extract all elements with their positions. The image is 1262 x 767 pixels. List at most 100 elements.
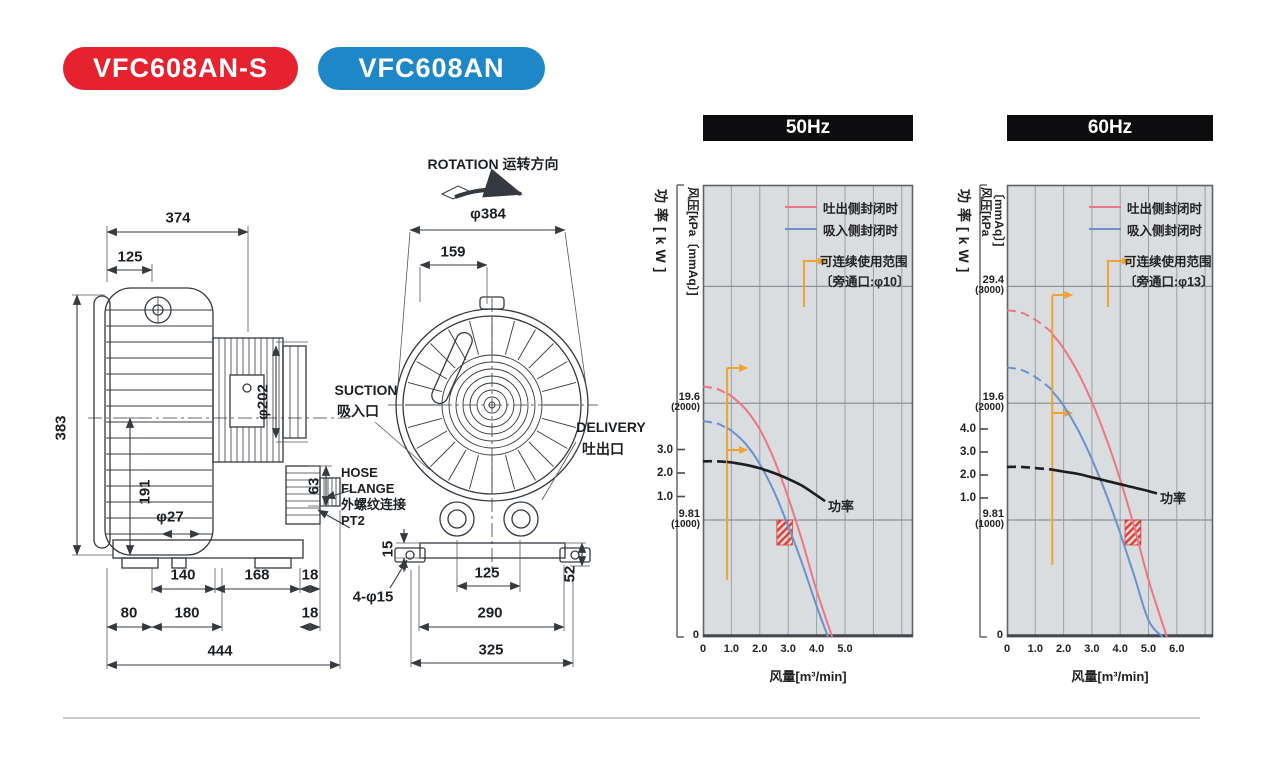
bottom-divider: [63, 717, 1200, 719]
dim-290: 290: [477, 604, 503, 622]
dim-180: 180: [174, 604, 200, 622]
suction-label-en: SUCTION: [334, 382, 398, 398]
rotation-label: ROTATION 运转方向: [427, 156, 559, 172]
dim-80: 80: [120, 604, 138, 622]
continuous-range-label-1: 〔旁通口:φ13〕: [1124, 275, 1214, 289]
dim-125-front: 125: [474, 564, 500, 582]
dim-18-upper: 18: [301, 566, 319, 584]
hose-flange-line2: FLANGE: [341, 480, 395, 496]
x-tick-label: 2.0: [1055, 643, 1072, 655]
power-tick-label: 1.0: [960, 492, 976, 504]
pressure-tick-kpa: 9.81: [678, 508, 700, 520]
dim-140: 140: [170, 566, 196, 584]
pressure-tick-kpa: 19.6: [982, 391, 1004, 404]
x-axis-label: 风量[m³/min]: [769, 669, 847, 684]
power-tick-label: 2.0: [960, 469, 976, 481]
legend-item-1: 吸入侧封闭时: [823, 224, 899, 238]
power-axis-title: 功率[kW]: [653, 189, 669, 278]
pressure-tick-mmaq: (1000): [671, 519, 700, 530]
x-tick-label: 0: [1003, 643, 1011, 655]
chart-50hz-title-bar: 50Hz: [703, 115, 913, 141]
chart-60hz-title-bar: 60Hz: [1007, 115, 1213, 141]
power-tick-label: 2.0: [657, 467, 673, 479]
front-view-svg: [374, 168, 598, 668]
legend-item-0: 吐出侧封闭时: [823, 202, 899, 216]
dim-52: 52: [561, 565, 579, 583]
legend-item-0: 吐出侧封闭时: [1127, 202, 1203, 216]
hose-flange-label: HOSE FLANGE 外螺纹连接 PT2: [341, 465, 406, 528]
dim-phi202: φ202: [254, 384, 272, 420]
power-tick-label: 1.0: [657, 490, 673, 503]
performance-plot: [702, 184, 914, 638]
legend-swatch-1: [1089, 228, 1121, 230]
pressure-tick-mmaq: (3000): [975, 285, 1004, 297]
power-tick-label: 3.0: [657, 443, 673, 456]
model-badge-vfc608an: VFC608AN: [318, 47, 545, 90]
dim-325: 325: [478, 641, 504, 659]
front-view-drawing: ROTATION 运转方向 φ384 159 SUCTION 吸入口 DELIV…: [330, 150, 680, 695]
suction-label-cn: 吸入口: [337, 403, 379, 419]
x-tick-label: 4.0: [1112, 643, 1128, 655]
dim-18-lower: 18: [301, 604, 319, 622]
pressure-tick-kpa: 9.81: [982, 508, 1004, 520]
chart-60hz-section: 60Hz 吐出侧封闭时吸入侧封闭时可连续使用范围〔旁通口:φ13〕 4.0 3.0 2…: [948, 110, 1262, 740]
dim-383: 383: [52, 415, 70, 441]
power-curve-label: 功率: [828, 499, 855, 514]
pressure-tick-mmaq: (2000): [975, 402, 1004, 414]
model-badge-vfc608an-s: VFC608AN-S: [63, 47, 298, 90]
power-axis-title: 功率[kW]: [956, 189, 972, 278]
x-tick-label: 4.0: [808, 643, 825, 655]
chart-60hz-title: 60Hz: [1087, 117, 1133, 138]
legend-swatch-1: [785, 228, 817, 230]
chart-50hz-title: 50Hz: [785, 117, 831, 138]
pressure-axis-title-1: 〔mmAq〕]: [992, 187, 1006, 247]
x-tick-label: 5.0: [837, 643, 853, 655]
dim-159: 159: [440, 243, 466, 261]
hose-flange-line3: 外螺纹连接: [341, 496, 407, 512]
delivery-label-cn: 吐出口: [582, 441, 624, 457]
dim-444: 444: [207, 642, 233, 660]
delivery-label-en: DELIVERY: [576, 419, 646, 435]
x-tick-label: 0: [699, 643, 707, 655]
side-view-svg: [72, 226, 353, 670]
legend-item-1: 吸入侧封闭时: [1127, 224, 1203, 238]
x-tick-label: 1.0: [1027, 643, 1043, 655]
pressure-tick-kpa: 29.4: [982, 274, 1004, 287]
continuous-range-label-1: 〔旁通口:φ10〕: [820, 275, 910, 289]
continuous-range-icon: [803, 257, 827, 307]
x-axis-label: 风量[m³/min]: [1071, 669, 1149, 684]
pressure-tick-mmaq: (1000): [975, 519, 1004, 530]
legend-swatch-0: [1089, 206, 1121, 208]
hose-flange-line4: PT2: [341, 512, 365, 528]
power-curve-label: 功率: [1160, 491, 1187, 506]
pressure-tick-kpa: 19.6: [678, 391, 700, 404]
x-tick-label: 6.0: [1169, 643, 1185, 655]
x-tick-label: 1.0: [723, 643, 740, 655]
dim-63: 63: [305, 477, 323, 495]
pressure-tick-mmaq: (2000): [671, 402, 700, 414]
power-axis-bracket: [676, 184, 685, 638]
x-tick-label: 3.0: [1084, 643, 1100, 655]
dim-4-phi15: 4-φ15: [352, 588, 394, 606]
hose-flange-line1: HOSE: [341, 465, 378, 480]
pressure-tick-zero: 0: [692, 629, 699, 641]
x-tick-label: 5.0: [1140, 643, 1157, 655]
dim-phi27: φ27: [156, 508, 184, 526]
x-tick-label: 3.0: [780, 643, 796, 655]
dim-15: 15: [379, 540, 397, 558]
pressure-axis-title-0: 风压[kPa〔mmAq〕]: [686, 187, 700, 296]
continuous-range-label-0: 可连续使用范围: [820, 255, 908, 269]
power-tick-label: 3.0: [960, 446, 976, 458]
power-axis-bracket: [979, 184, 988, 638]
dim-125: 125: [117, 248, 143, 266]
power-tick-label: 4.0: [960, 423, 976, 435]
side-view-drawing: 374 125 383 191 φ202 63 φ27 140 168 18 8…: [50, 160, 410, 700]
x-tick-label: 2.0: [752, 643, 768, 655]
dim-168: 168: [244, 566, 270, 584]
continuous-range-icon: [1107, 257, 1131, 307]
pressure-tick-zero: 0: [996, 629, 1003, 641]
chart-50hz-section: 50Hz 吐出侧封闭时吸入侧封闭时可连续使用范围〔旁通口:φ10〕 3.0 2.0 1…: [645, 110, 945, 740]
pressure-axis-title-0: 风压[kPa: [979, 187, 993, 237]
continuous-range-label-0: 可连续使用范围: [1124, 255, 1212, 269]
